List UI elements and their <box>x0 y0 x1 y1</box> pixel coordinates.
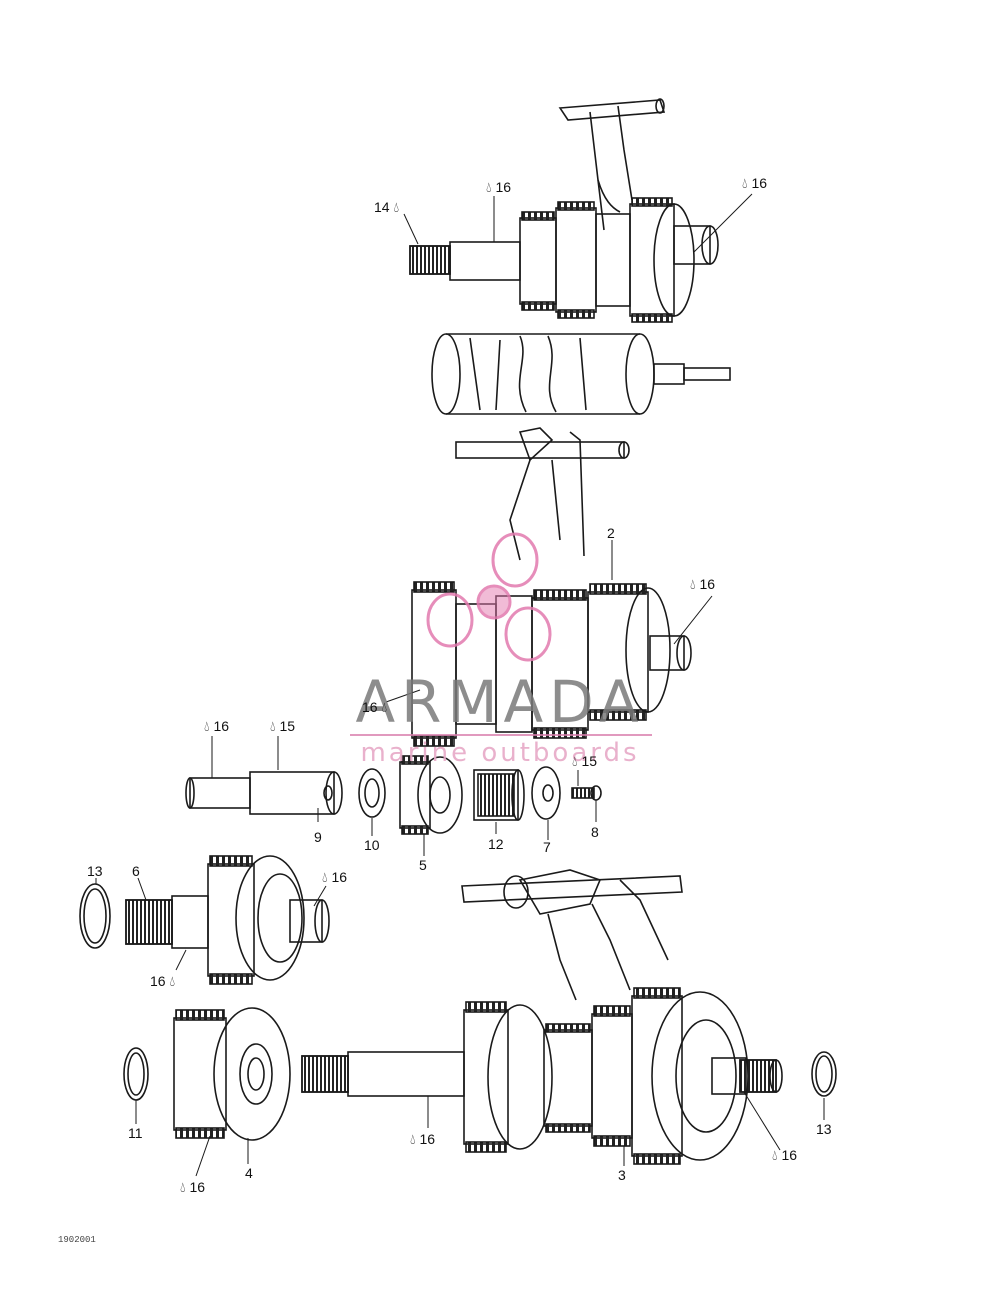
lubrication-drop-icon: 💧︎ <box>322 869 328 885</box>
needle-bearing-12 <box>473 769 525 821</box>
callout-16: 💧︎ 16 <box>690 576 716 592</box>
watermark-brand: ARMADA <box>355 668 645 736</box>
circlip-13-left <box>79 883 111 949</box>
lubrication-drop-icon: 💧︎ <box>572 753 578 769</box>
watermark-tagline: marine outboards <box>360 738 640 768</box>
callout-16: 16 💧︎ <box>362 699 388 715</box>
callout-12: 12 <box>488 836 504 852</box>
callout-5: 5 <box>419 857 427 873</box>
washer-10 <box>358 768 386 818</box>
callout-16: 💧︎ 16 <box>180 1179 206 1195</box>
callout-2: 2 <box>607 525 615 541</box>
callout-13: 13 <box>816 1121 832 1137</box>
lubrication-drop-icon: 💧︎ <box>486 179 492 195</box>
lubrication-drop-icon: 💧︎ <box>742 175 748 191</box>
callout-16: 16 💧︎ <box>150 973 176 989</box>
lubrication-drop-icon: 💧︎ <box>169 973 176 989</box>
washer-7 <box>531 766 561 820</box>
circlip-13-right <box>811 1051 837 1097</box>
callout-7: 7 <box>543 839 551 855</box>
callout-16: 💧︎ 16 <box>772 1147 798 1163</box>
lubrication-drop-icon: 💧︎ <box>381 699 388 715</box>
callout-13: 13 <box>87 863 103 879</box>
lower-shift-fork <box>461 869 683 1001</box>
callout-16: 💧︎ 16 <box>322 869 348 885</box>
callout-16: 💧︎ 16 <box>410 1131 436 1147</box>
lubrication-drop-icon: 💧︎ <box>772 1147 778 1163</box>
shift-drum <box>431 333 731 415</box>
middle-gear-cluster <box>411 581 692 747</box>
shaft-part-9 <box>185 771 343 815</box>
callout-4: 4 <box>245 1165 253 1181</box>
lubrication-drop-icon: 💧︎ <box>410 1131 416 1147</box>
lubrication-drop-icon: 💧︎ <box>393 199 400 215</box>
drawing-code: 1902001 <box>58 1235 96 1245</box>
gear-6-assembly <box>125 855 330 985</box>
lubrication-drop-icon: 💧︎ <box>204 718 210 734</box>
lubrication-drop-icon: 💧︎ <box>690 576 696 592</box>
pin-8 <box>571 785 602 801</box>
watermark-logo-mark <box>426 532 552 662</box>
gear-5 <box>399 755 463 835</box>
watermark-rule <box>350 734 652 736</box>
callout-14: 14 💧︎ <box>374 199 400 215</box>
lubrication-drop-icon: 💧︎ <box>180 1179 186 1195</box>
gear-4 <box>173 1007 291 1141</box>
lubrication-drop-icon: 💧︎ <box>270 718 276 734</box>
callout-8: 8 <box>591 824 599 840</box>
circlip-11 <box>123 1047 149 1101</box>
callout-16: 💧︎ 16 <box>742 175 768 191</box>
upper-shaft-assembly <box>409 197 719 323</box>
upper-shift-fork <box>558 98 666 231</box>
leader-lines <box>95 193 825 1177</box>
callout-16: 💧︎ 16 <box>204 718 230 734</box>
middle-shift-fork <box>455 427 630 561</box>
main-lower-shaft <box>301 987 783 1165</box>
callout-9: 9 <box>314 829 322 845</box>
callout-15: 💧︎ 15 <box>270 718 296 734</box>
callout-15: 💧︎ 15 <box>572 753 598 769</box>
callout-16: 💧︎ 16 <box>486 179 512 195</box>
callout-10: 10 <box>364 837 380 853</box>
callout-11: 11 <box>128 1125 143 1141</box>
callout-3: 3 <box>618 1167 626 1183</box>
callout-6: 6 <box>132 863 140 879</box>
